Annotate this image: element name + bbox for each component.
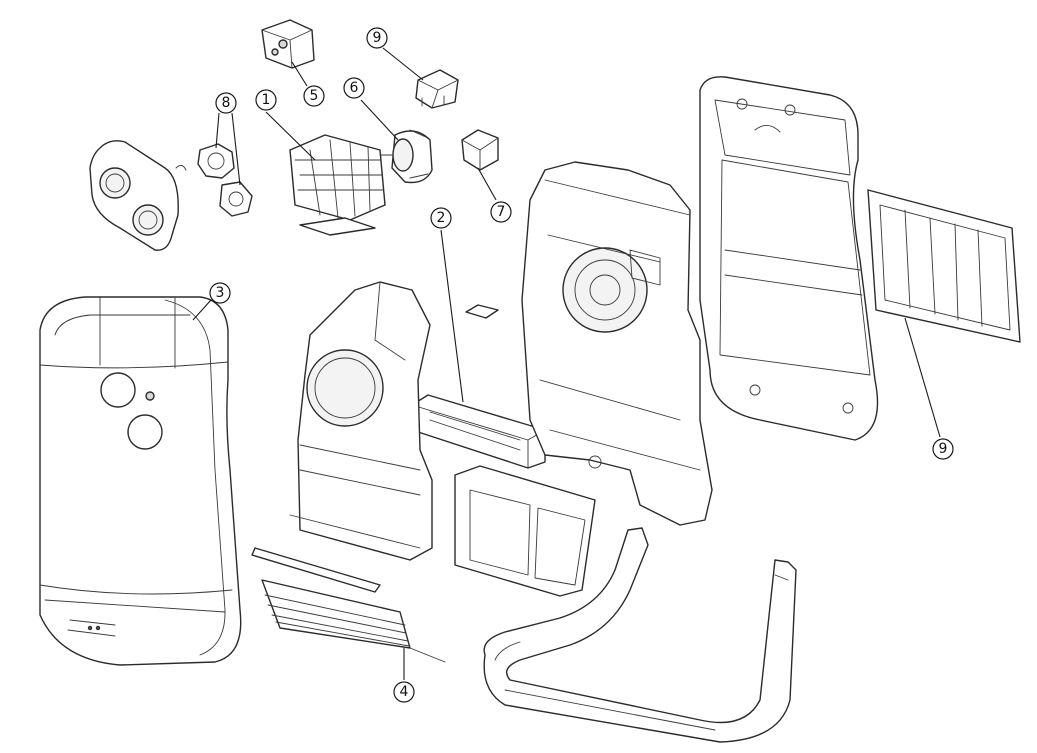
callout-4-label: 4 xyxy=(400,684,409,700)
leader-3 xyxy=(192,299,212,321)
callout-1: 1 xyxy=(255,89,277,111)
callout-2-label: 2 xyxy=(437,210,446,226)
callout-2: 2 xyxy=(430,207,452,229)
callout-9-right: 9 xyxy=(932,438,954,460)
air-filter-frame-part xyxy=(454,465,596,597)
leader-9b xyxy=(904,317,941,438)
callout-8-label: 8 xyxy=(222,95,231,111)
callout-3-label: 3 xyxy=(216,285,225,301)
leader-6 xyxy=(360,99,399,141)
callout-7-label: 7 xyxy=(497,204,506,220)
leader-2 xyxy=(440,229,464,403)
leader-5 xyxy=(291,61,308,87)
callout-1-label: 1 xyxy=(262,92,271,108)
callout-8: 8 xyxy=(215,92,237,114)
callout-6-label: 6 xyxy=(350,80,359,96)
callout-9-top: 9 xyxy=(366,27,388,49)
callout-4: 4 xyxy=(393,681,415,703)
fan-impeller-part xyxy=(289,134,386,236)
callout-5-label: 5 xyxy=(310,88,319,104)
callout-5: 5 xyxy=(303,85,325,107)
main-housing-part xyxy=(521,161,713,526)
leader-7 xyxy=(477,167,497,201)
callout-9-right-label: 9 xyxy=(939,441,948,457)
micro-switch-part xyxy=(461,129,499,171)
callout-9-top-label: 9 xyxy=(373,30,382,46)
fan-motor-part xyxy=(379,129,433,184)
relay-part xyxy=(415,69,459,109)
callout-6: 6 xyxy=(343,77,365,99)
wall-mounting-plate-part xyxy=(699,76,879,441)
thermostat-block-part xyxy=(261,19,315,69)
leader-1 xyxy=(265,111,316,161)
button-panel-part xyxy=(89,140,179,251)
callout-3: 3 xyxy=(209,282,231,304)
switch-knob-part xyxy=(175,143,253,217)
front-cover-part xyxy=(39,296,242,666)
leader-8a xyxy=(215,112,220,149)
stand-tube-part xyxy=(483,527,797,743)
leader-lines xyxy=(192,47,941,680)
leader-8b xyxy=(231,112,241,186)
leader-9a xyxy=(382,47,424,81)
callout-7: 7 xyxy=(490,201,512,223)
louvre-grille-part xyxy=(251,547,446,663)
slide-in-filter-part xyxy=(867,189,1021,343)
fan-housing-part xyxy=(289,281,433,561)
